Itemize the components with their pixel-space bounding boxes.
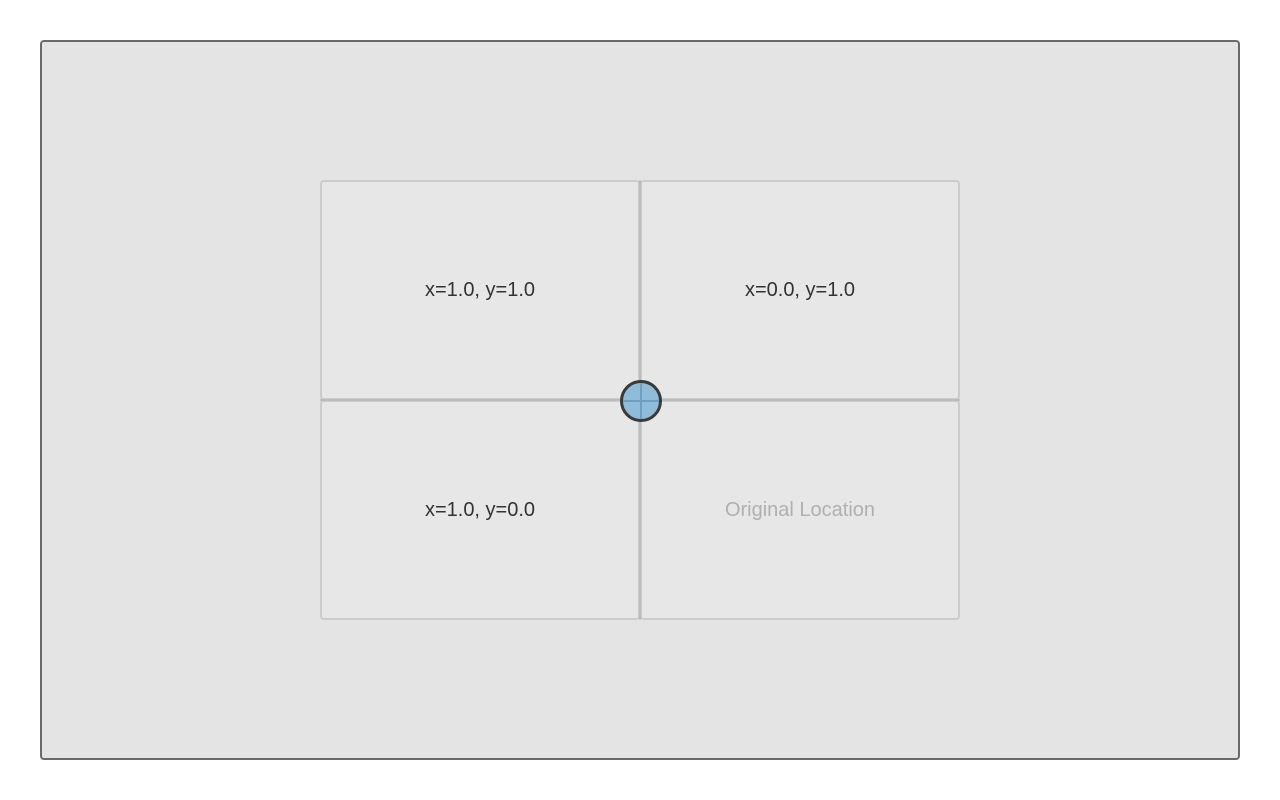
cell-top-left-label: x=1.0, y=1.0 (424, 278, 536, 301)
crosshair-circle-icon[interactable] (620, 380, 662, 422)
cell-top-right[interactable]: x=0.0, y=1.0 (640, 180, 960, 400)
cell-bottom-left[interactable]: x=1.0, y=0.0 (320, 400, 640, 620)
cell-bottom-right[interactable]: Original Location (640, 400, 960, 620)
original-location-label: Original Location (724, 498, 876, 521)
anchor-demo-stage: x=1.0, y=1.0 x=0.0, y=1.0 x=1.0, y=0.0 O… (40, 40, 1240, 760)
cell-top-left[interactable]: x=1.0, y=1.0 (320, 180, 640, 400)
cell-bottom-left-label: x=1.0, y=0.0 (424, 498, 536, 521)
cell-top-right-label: x=0.0, y=1.0 (744, 278, 856, 301)
